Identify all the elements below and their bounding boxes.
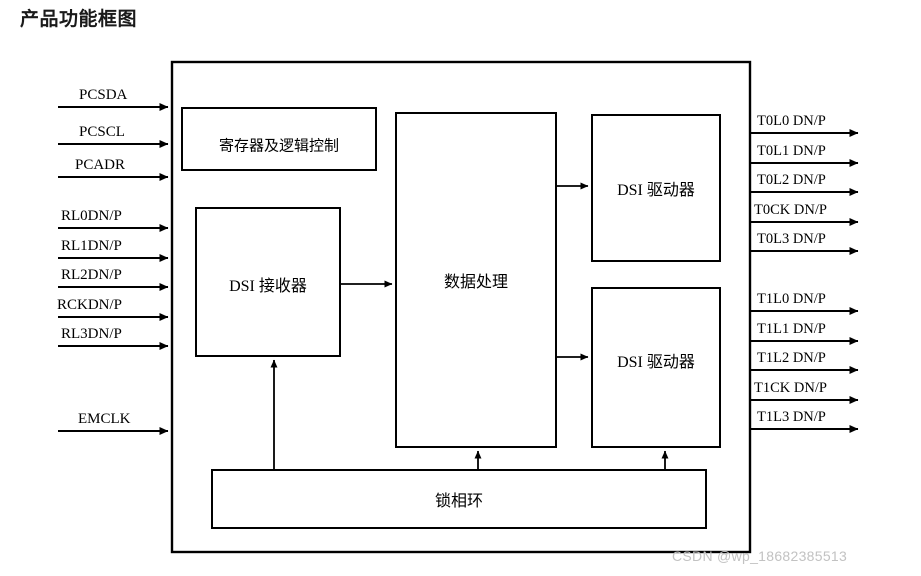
block-label-dsi-driver-bottom: DSI 驱动器 bbox=[617, 354, 695, 371]
output-label-t0l1dnp: T0L1 DN/P bbox=[757, 143, 826, 159]
output-label-t1l3dnp: T1L3 DN/P bbox=[757, 409, 826, 425]
block-label-pll: 锁相环 bbox=[434, 493, 484, 510]
block-data-processing bbox=[395, 112, 557, 448]
output-label-t0l2dnp: T0L2 DN/P bbox=[757, 172, 826, 188]
block-pll bbox=[211, 469, 707, 529]
watermark: CSDN @wp_18682385513 bbox=[672, 548, 848, 564]
block-dsi-receiver bbox=[195, 207, 341, 357]
output-label-t1l0dnp: T1L0 DN/P bbox=[757, 291, 826, 307]
block-dsi-driver-bottom bbox=[591, 287, 721, 448]
input-label-rl0dnp: RL0DN/P bbox=[61, 208, 122, 224]
output-label-t0l3dnp: T0L3 DN/P bbox=[757, 231, 826, 247]
output-label-t1l1dnp: T1L1 DN/P bbox=[757, 321, 826, 337]
block-dsi-driver-top bbox=[591, 114, 721, 262]
input-label-emclk: EMCLK bbox=[78, 411, 131, 427]
page-title: 产品功能框图 bbox=[20, 9, 138, 30]
input-label-rl3dnp: RL3DN/P bbox=[61, 326, 122, 342]
input-label-pcscl: PCSCL bbox=[79, 124, 125, 140]
output-label-t0l0dnp: T0L0 DN/P bbox=[757, 113, 826, 129]
block-label-dsi-driver-top: DSI 驱动器 bbox=[617, 182, 695, 199]
input-label-rckdnp: RCKDN/P bbox=[57, 297, 123, 313]
block-label-dsi-receiver: DSI 接收器 bbox=[229, 278, 307, 295]
input-label-pcadr: PCADR bbox=[75, 157, 126, 173]
block-label-register-logic-control: 寄存器及逻辑控制 bbox=[218, 138, 340, 155]
output-label-t1ckdnp: T1CK DN/P bbox=[754, 380, 827, 396]
output-label-t1l2dnp: T1L2 DN/P bbox=[757, 350, 826, 366]
block-label-data-processing: 数据处理 bbox=[443, 274, 509, 291]
input-label-pcsda: PCSDA bbox=[79, 87, 128, 103]
block-register-logic-control bbox=[181, 107, 377, 171]
input-label-rl1dnp: RL1DN/P bbox=[61, 238, 122, 254]
input-label-rl2dnp: RL2DN/P bbox=[61, 267, 122, 283]
output-label-t0ckdnp: T0CK DN/P bbox=[754, 202, 827, 218]
